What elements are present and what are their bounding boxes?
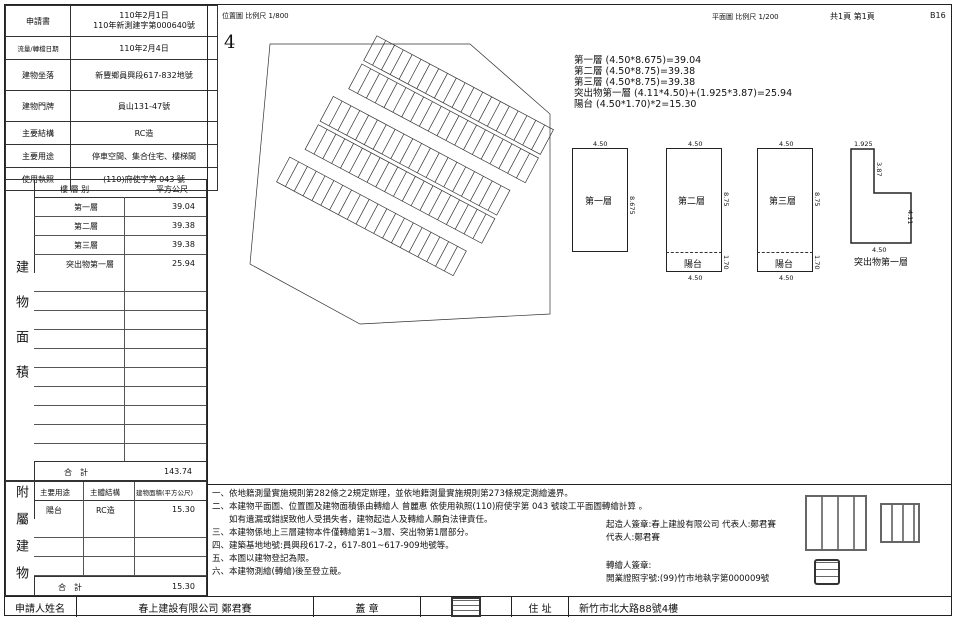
builder-rep: 代表人:鄭君賽 <box>606 533 660 543</box>
applicant-bar: 申請人姓名 春上建設有限公司 鄭君賽 蓋 章 住 址 新竹市北大路88號4樓 <box>4 596 952 617</box>
builder-signature: 起造人簽章:春上建設有限公司 代表人:鄭君賽 <box>606 520 776 530</box>
north-arrow-icon: 4 <box>224 32 236 53</box>
company-seal-icon <box>805 495 867 551</box>
table-row: 陽台 RC造 15.30 <box>34 500 206 520</box>
area-total-value: 143.74 <box>164 467 192 476</box>
applicant-seal-icon <box>421 597 512 617</box>
address-value: 新竹市北大路88號4樓 <box>579 603 679 615</box>
area-header: 樓 層 別 平方公尺 <box>34 180 206 198</box>
info-row-address: 建物門牌員山131-47號 <box>5 90 218 122</box>
location-map-title: 位置圖 比例尺 1/800 <box>222 12 289 20</box>
area-side-label: 建物面積 <box>6 180 35 480</box>
annex-total-row: 合 計 15.30 <box>34 576 206 596</box>
info-row-location: 建物坐落新豐鄉員興段617-832地號 <box>5 59 218 91</box>
drafter-seal-icon <box>814 559 840 585</box>
table-row: 第三層 39.38 <box>34 235 206 255</box>
location-map <box>249 35 554 325</box>
annex-side-label: 附屬建物 <box>6 482 35 595</box>
table-row: 第二層 39.38 <box>34 216 206 236</box>
table-row: 第一層 39.04 <box>34 197 206 217</box>
info-row-use: 主要用途停車空間、集合住宅、樓梯間 <box>5 144 218 168</box>
annex-header: 主要用途 主體結構 建物面積(平方公尺) <box>34 482 206 501</box>
page-number: 共1頁 第1頁 <box>830 12 875 21</box>
area-empty-rows <box>34 273 206 461</box>
applicant-name: 春上建設有限公司 鄭君賽 <box>77 597 314 617</box>
drafter-title: 轉繪人簽章: <box>606 561 652 571</box>
notes: 一、依地籍測量實施規則第282條之2規定辦理，並依地籍測量實施規則第273條規定… <box>212 489 648 577</box>
applicant-label: 申請人姓名 <box>4 597 77 617</box>
area-header-floor: 樓 層 別 <box>60 185 90 194</box>
representative-seal-icon <box>880 503 920 543</box>
annex-total-value: 15.30 <box>172 582 195 591</box>
area-total-row: 合 計 143.74 <box>34 461 206 481</box>
area-section: 建物面積 樓 層 別 平方公尺 第一層 39.04 第二層 39.38 第三層 … <box>5 179 207 481</box>
area-header-unit: 平方公尺 <box>156 185 188 194</box>
annex-section: 附屬建物 主要用途 主體結構 建物面積(平方公尺) 陽台 RC造 15.30 合… <box>5 481 207 596</box>
table-row: 突出物第一層 25.94 <box>34 254 206 274</box>
address-label: 住 址 <box>512 597 569 617</box>
sheet-code: B16 <box>930 11 946 20</box>
drafter-license: 開業證照字號:(99)竹市地執字第000009號 <box>606 574 770 584</box>
area-calculations: 第一層 (4.50*8.675)=39.04 第二層 (4.50*8.75)=3… <box>574 55 793 110</box>
plan-title: 平面圖 比例尺 1/200 <box>712 13 779 21</box>
seal-label: 蓋 章 <box>314 597 421 617</box>
